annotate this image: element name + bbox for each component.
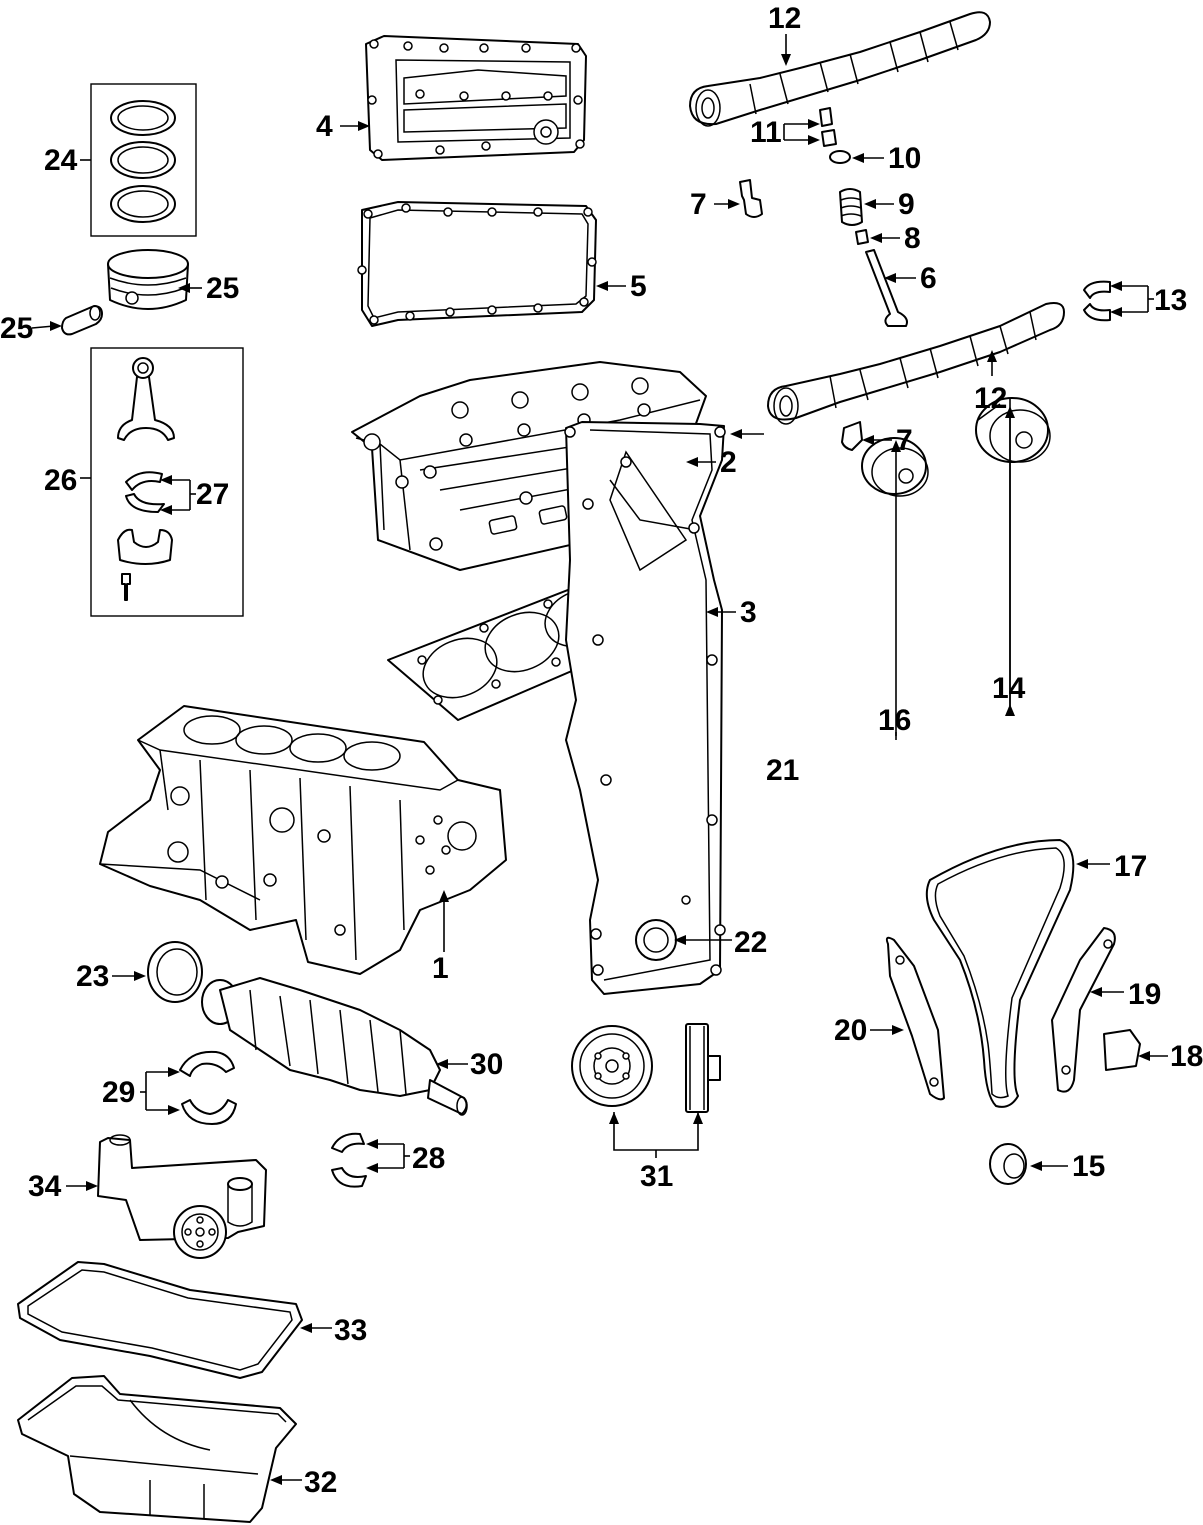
piston-pin[interactable] [61, 305, 103, 336]
callout-32[interactable]: 32 [304, 1466, 337, 1499]
timing-cover[interactable] [564, 421, 726, 995]
valve-cover[interactable] [365, 35, 587, 161]
valve-seal[interactable] [855, 229, 869, 245]
callout-29[interactable]: 29 [102, 1076, 135, 1109]
oil-pan[interactable] [17, 1375, 297, 1523]
callout-33[interactable]: 33 [334, 1314, 367, 1347]
crankshaft-sprocket[interactable] [989, 1143, 1027, 1185]
valve-cover-bolts [367, 39, 585, 159]
callout-1[interactable]: 1 [432, 952, 449, 985]
callout-26[interactable]: 26 [44, 464, 77, 497]
callout-20[interactable]: 20 [834, 1014, 867, 1047]
crankshaft[interactable] [201, 977, 468, 1116]
leader-lines-sprockets [891, 406, 1015, 736]
callout-25-pin[interactable]: 25 [0, 312, 33, 345]
callout-9[interactable]: 9 [898, 188, 915, 221]
camshaft-lower[interactable] [767, 302, 1065, 425]
rear-main-seal[interactable] [147, 941, 203, 1003]
callout-19[interactable]: 19 [1128, 978, 1161, 1011]
valve-keepers[interactable] [819, 107, 837, 147]
callout-11[interactable]: 11 [750, 116, 782, 149]
callout-16[interactable]: 16 [878, 704, 911, 737]
camshaft-upper[interactable] [689, 11, 991, 127]
valve-cover-gasket[interactable] [357, 201, 597, 327]
callout-2[interactable]: 2 [720, 446, 737, 479]
connecting-rod-box [90, 347, 244, 617]
hydraulic-lash-adjuster-lower[interactable] [841, 421, 863, 451]
oil-pan-gasket[interactable] [17, 1261, 303, 1379]
callout-28[interactable]: 28 [412, 1142, 445, 1175]
thrust-washers[interactable] [331, 1132, 367, 1188]
camshaft-bearing-caps[interactable] [1083, 280, 1111, 322]
engine-block[interactable] [99, 705, 507, 975]
connecting-rod-group[interactable] [90, 347, 244, 617]
callout-14[interactable]: 14 [992, 672, 1026, 705]
rod-bearing-lower [125, 493, 165, 513]
callout-12-upper[interactable]: 12 [768, 2, 801, 35]
callout-23[interactable]: 23 [76, 960, 109, 993]
callout-10[interactable]: 10 [888, 142, 921, 175]
callout-4[interactable]: 4 [316, 110, 333, 143]
callout-12-lower[interactable]: 12 [974, 382, 1007, 415]
timing-chain[interactable] [925, 839, 1075, 1108]
main-bearings[interactable] [179, 1050, 237, 1125]
callout-27[interactable]: 27 [196, 478, 229, 511]
chain-tensioner-arm[interactable] [885, 936, 945, 1101]
rod-bearing-upper [125, 471, 163, 491]
callout-21[interactable]: 21 [766, 754, 799, 787]
valve-spring[interactable] [839, 188, 863, 226]
callout-6[interactable]: 6 [920, 262, 937, 295]
gasket-holes [357, 203, 597, 325]
callout-22[interactable]: 22 [734, 926, 767, 959]
valve-spring-retainer[interactable] [829, 150, 851, 164]
callout-31[interactable]: 31 [640, 1160, 673, 1193]
chain-tensioner[interactable] [1103, 1029, 1141, 1071]
callout-18[interactable]: 18 [1170, 1040, 1203, 1073]
callout-5[interactable]: 5 [630, 270, 647, 303]
pulley-ring[interactable] [685, 1023, 721, 1113]
callout-34[interactable]: 34 [28, 1170, 62, 1203]
callout-25-piston[interactable]: 25 [206, 272, 239, 305]
valve[interactable] [865, 249, 908, 327]
block-bores [167, 715, 477, 936]
piston[interactable] [107, 249, 189, 310]
callout-17[interactable]: 17 [1114, 850, 1147, 883]
callout-24[interactable]: 24 [44, 144, 78, 177]
crankshaft-pulley[interactable] [571, 1025, 653, 1107]
callout-7-upper[interactable]: 7 [690, 188, 707, 221]
callout-30[interactable]: 30 [470, 1048, 503, 1081]
callout-8[interactable]: 8 [904, 222, 921, 255]
rod-cap [117, 528, 173, 565]
oil-pump[interactable] [97, 1134, 267, 1259]
intake-cam-phaser[interactable] [861, 437, 929, 497]
chain-guide-right[interactable] [1051, 927, 1116, 1093]
piston-rings-box [90, 83, 197, 237]
callout-7-lower[interactable]: 7 [896, 424, 913, 457]
hydraulic-lash-adjuster-upper[interactable] [739, 179, 763, 218]
callout-13[interactable]: 13 [1154, 284, 1187, 317]
timing-cover-bolts [564, 426, 726, 976]
exhaust-cam-phaser[interactable] [975, 397, 1051, 463]
piston-rings-group[interactable] [90, 83, 197, 237]
rod-bolt [121, 573, 131, 601]
callout-3[interactable]: 3 [740, 596, 757, 629]
callout-15[interactable]: 15 [1072, 1150, 1105, 1183]
